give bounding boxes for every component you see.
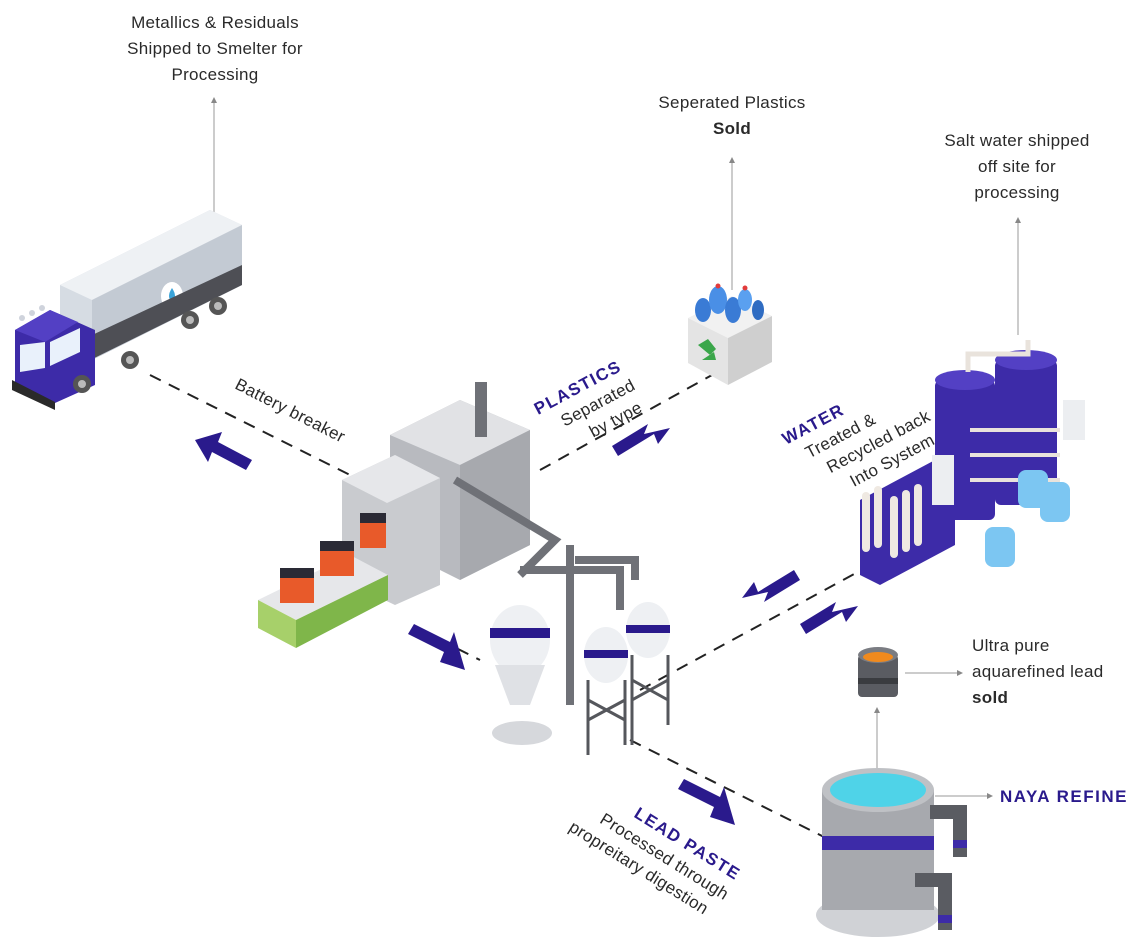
recycling-bin-icon — [688, 283, 772, 385]
lead-ingot-icon — [858, 647, 898, 697]
lead-out-line-3: sold — [972, 688, 1009, 707]
flow-arrows — [195, 424, 858, 825]
naya-refine-label: NAYA REFINE — [1000, 787, 1128, 806]
smelter-line-1: Metallics & Residuals — [131, 13, 299, 32]
smelter-line-2: Shipped to Smelter for — [127, 39, 303, 58]
arrow-to-digester — [408, 624, 465, 670]
smelter-label: Metallics & Residuals Shipped to Smelter… — [90, 10, 340, 88]
arrow-from-water — [742, 570, 800, 602]
refine-tank-icon — [816, 768, 967, 937]
truck-icon — [12, 210, 242, 410]
water-treatment-icon — [860, 340, 1085, 585]
salt-water-line-2: off site for — [978, 157, 1056, 176]
salt-water-line-3: processing — [974, 183, 1060, 202]
lead-out-line-1: Ultra pure — [972, 636, 1050, 655]
arrow-to-water — [800, 602, 858, 634]
arrow-to-refine — [678, 779, 735, 825]
arrow-to-truck — [195, 432, 252, 470]
battery-breaker-icon — [258, 382, 530, 648]
ultra-pure-lead-label: Ultra pure aquarefined lead sold — [972, 633, 1140, 711]
plastics-sold-label: Seperated Plastics Sold — [622, 90, 842, 142]
digester-icon — [452, 476, 670, 755]
plastics-sold-line-1: Seperated Plastics — [658, 93, 806, 112]
arrow-to-plastics — [612, 424, 670, 456]
lead-out-line-2: aquarefined lead — [972, 662, 1104, 681]
salt-water-line-1: Salt water shipped — [944, 131, 1090, 150]
plastics-sold-line-2: Sold — [712, 119, 752, 138]
smelter-line-3: Processing — [171, 65, 259, 84]
salt-water-label: Salt water shipped off site for processi… — [912, 128, 1122, 206]
